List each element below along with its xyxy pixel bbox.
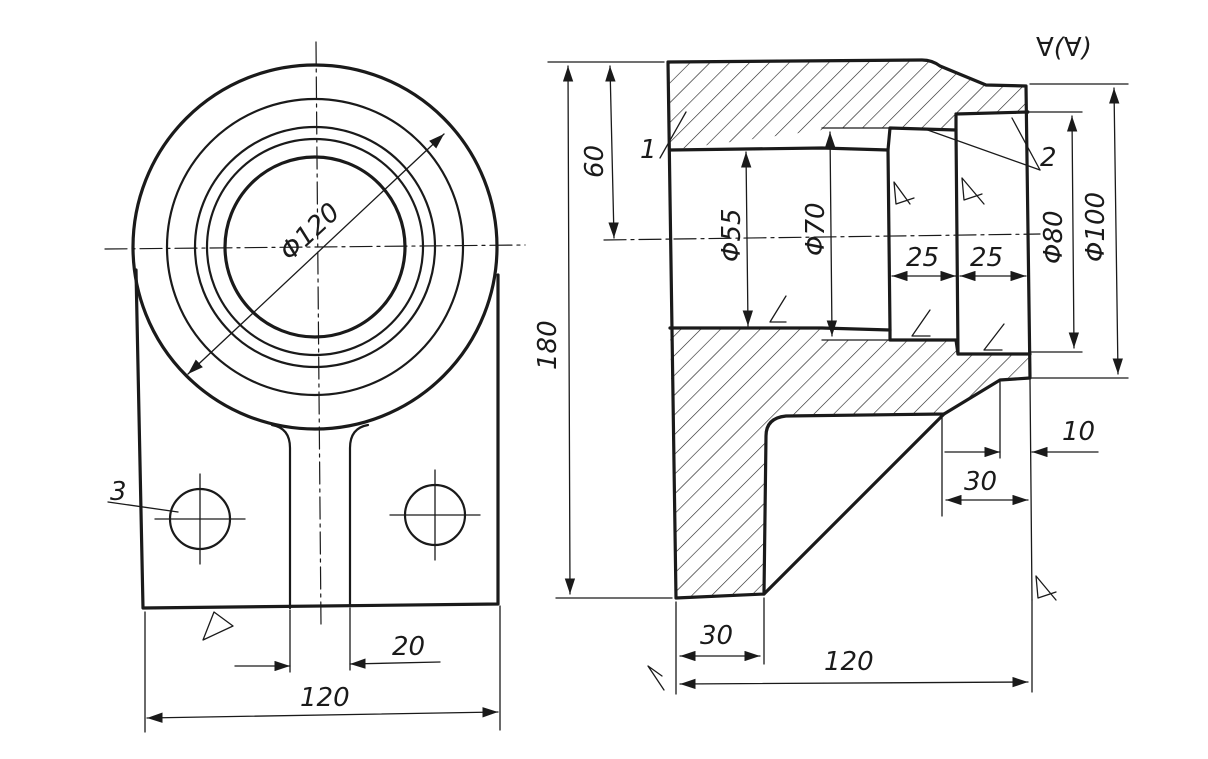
label-1: 1: [640, 135, 657, 165]
v-centerline: [315, 41, 322, 626]
label-2: 2: [1040, 143, 1057, 173]
dim-len-25-a: 25: [906, 243, 939, 273]
circle-2: [165, 97, 465, 397]
width-120-line: [146, 707, 499, 723]
roughness-mark-front: [202, 611, 234, 641]
section-centerline: [603, 233, 1041, 241]
dim-rib-20: 20: [392, 632, 425, 662]
dim-len-25-b: 25: [970, 243, 1003, 273]
dim-len-30-bottom: 30: [700, 621, 733, 651]
dim-depth-60: 60: [580, 145, 610, 178]
dim-dia-80: Φ80: [1039, 210, 1069, 264]
front-view: 3 Φ120 120 20: [104, 41, 526, 733]
dia-120-line: [187, 133, 445, 375]
dim-dia-70: Φ70: [801, 202, 831, 256]
dim-dia-120: Φ120: [274, 197, 346, 267]
dim-width-120-left: 120: [300, 683, 350, 713]
dim-width-120-right: 120: [824, 647, 874, 677]
dim-len-10: 10: [1062, 417, 1095, 447]
section-view: 180 60 Φ55 Φ70 Φ80 Φ100 25 25 10: [533, 33, 1129, 695]
roughness-note: ∀(∀): [1036, 33, 1092, 63]
label-3: 3: [110, 477, 127, 507]
dim-dia-100: Φ100: [1081, 192, 1111, 262]
outer-circle: [131, 63, 499, 431]
section-outline: [666, 58, 1032, 600]
dim-dia-55: Φ55: [717, 208, 747, 262]
dim-len-30-right: 30: [964, 467, 997, 497]
dim-height-180: 180: [533, 320, 563, 370]
